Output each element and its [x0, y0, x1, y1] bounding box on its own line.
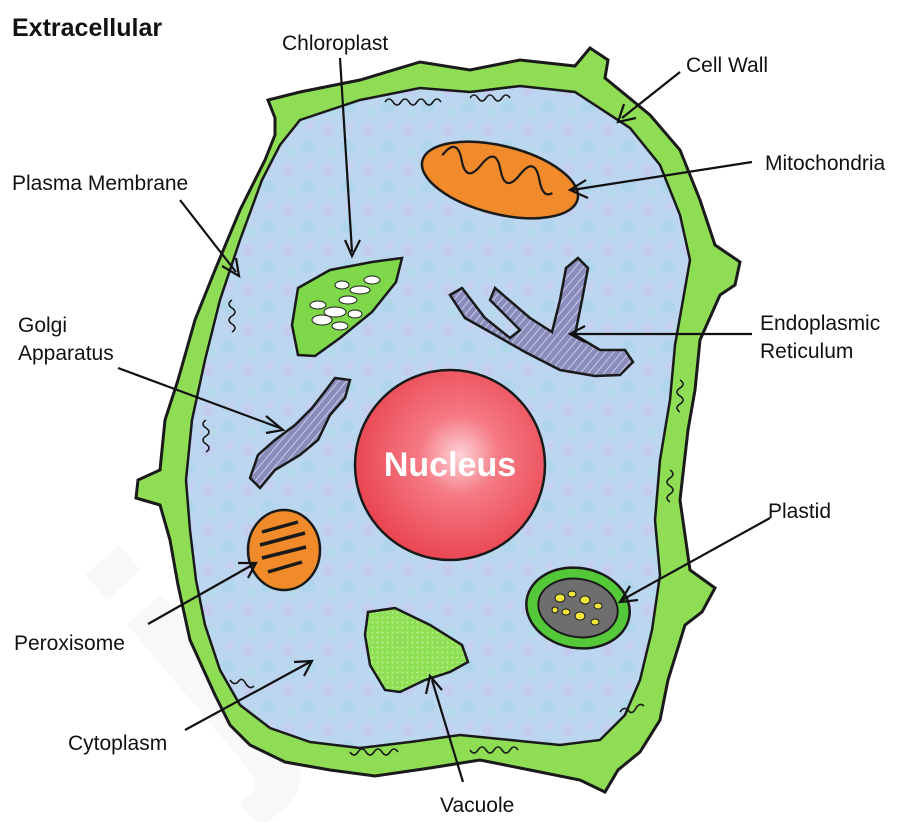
- label-golgi-line1: Golgi: [18, 314, 67, 337]
- peroxisome: [248, 510, 320, 590]
- label-er-line2: Reticulum: [760, 340, 853, 363]
- label-chloroplast: Chloroplast: [282, 32, 388, 55]
- nucleus-label: Nucleus: [384, 446, 516, 484]
- label-plastid: Plastid: [768, 500, 831, 523]
- label-peroxisome: Peroxisome: [14, 632, 125, 655]
- label-cell-wall: Cell Wall: [686, 54, 768, 77]
- label-plasma-membrane: Plasma Membrane: [12, 172, 188, 195]
- label-mitochondria: Mitochondria: [765, 152, 886, 175]
- label-cytoplasm: Cytoplasm: [68, 732, 167, 755]
- label-golgi-line2: Apparatus: [18, 342, 114, 365]
- label-vacuole: Vacuole: [440, 794, 514, 817]
- extracellular-title: Extracellular: [12, 14, 162, 42]
- label-er-line1: Endoplasmic: [760, 312, 880, 335]
